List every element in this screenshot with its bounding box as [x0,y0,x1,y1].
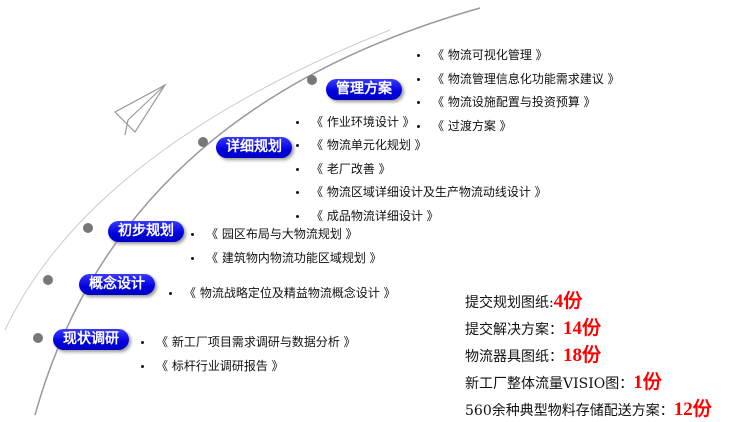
stage-dot [33,333,43,343]
summary-line: 提交规划图纸:4份 [465,291,583,312]
stage-dot [83,223,93,233]
stage-preliminary-planning: 初步规划 [108,221,184,242]
list-item: 《 物流单元化规划 》 [296,137,427,153]
stage-detailed-planning: 详细规划 [216,137,292,158]
stage-dot [43,275,53,285]
summary-line: 560余种典型物料存储配送方案：12份 [465,399,712,420]
list-item: 《 物流区域详细设计及生产物流动线设计 》 [296,184,547,200]
list-item: 《 成品物流详细设计 》 [296,208,439,224]
list-item: 《 过渡方案 》 [417,118,512,134]
list-item: 《 物流管理信息化功能需求建议 》 [417,71,620,87]
stage-current-research: 现状调研 [53,329,129,350]
stage-dot [198,137,208,147]
summary-line: 物流器具图纸：18份 [465,345,602,366]
summary-line: 新工厂整体流量VISIO图：1份 [465,372,662,393]
list-item: 《 物流设施配置与投资预算 》 [417,94,596,110]
stage-concept-design: 概念设计 [79,274,155,295]
paper-plane-icon [114,83,167,136]
summary-line: 提交解决方案：14份 [465,318,602,339]
list-item: 《 作业环境设计 》 [296,114,415,130]
list-item: 《 新工厂项目需求调研与数据分析 》 [141,334,356,350]
list-item: 《 老厂改善 》 [296,161,391,177]
list-item: 《 园区布局与大物流规划 》 [191,226,358,242]
list-item: 《 物流战略定位及精益物流概念设计 》 [169,285,396,301]
stage-management-plan: 管理方案 [326,79,402,100]
stage-dot [307,75,317,85]
list-item: 《 物流可视化管理 》 [417,47,548,63]
list-item: 《 标杆行业调研报告 》 [141,358,284,374]
list-item: 《 建筑物内物流功能区域规划 》 [191,250,382,266]
